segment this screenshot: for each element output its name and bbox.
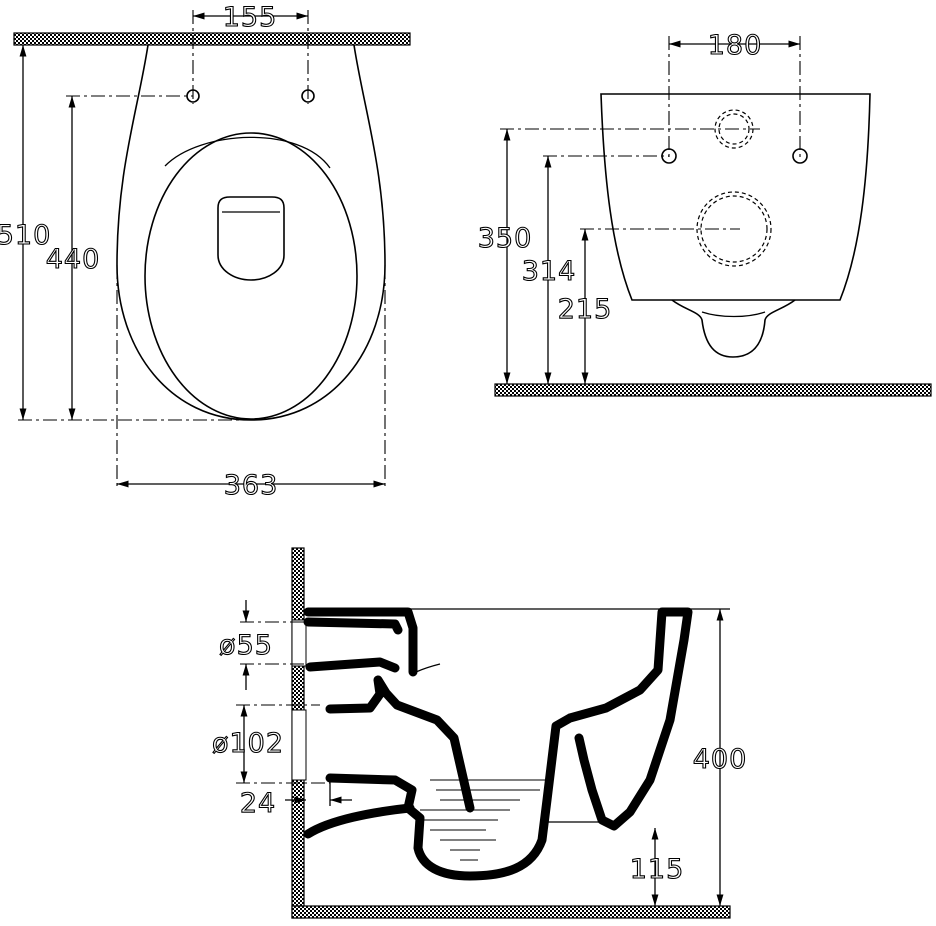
dim-215: 215	[558, 294, 613, 325]
seat-opening	[144, 132, 358, 420]
dim-o102: ø102	[212, 728, 284, 759]
dim-180: 180	[708, 30, 763, 61]
floor-hatch	[494, 383, 932, 397]
water-level	[420, 779, 605, 861]
outlet-hole	[696, 191, 772, 267]
front-view: 180 350 314 215	[477, 29, 932, 397]
inlet-section	[305, 657, 400, 673]
seat-rim	[164, 136, 331, 169]
drain-opening	[217, 196, 285, 281]
outlet-pipe	[671, 299, 796, 358]
dim-350: 350	[478, 223, 533, 254]
bowl-front-outline	[600, 93, 871, 301]
dim-400: 400	[693, 744, 748, 775]
top-view: 155 510 440 363	[0, 1, 411, 502]
dim-24: 24	[240, 788, 276, 819]
dim-314: 314	[522, 256, 577, 287]
dim-510: 510	[0, 220, 51, 251]
section-view: ø55 ø102 24 400 115	[211, 547, 748, 919]
dim-o55: ø55	[219, 630, 273, 661]
trap-section	[325, 607, 693, 881]
dim-155: 155	[223, 2, 278, 33]
bowl-outline	[116, 44, 386, 421]
dim-440: 440	[46, 244, 101, 275]
rim-section	[303, 607, 418, 677]
floor-hatch-section	[291, 905, 731, 919]
dim-363: 363	[224, 470, 279, 501]
dim-115: 115	[630, 854, 685, 885]
wall-hatch	[13, 32, 411, 46]
bowl-inner-wall	[325, 675, 475, 813]
